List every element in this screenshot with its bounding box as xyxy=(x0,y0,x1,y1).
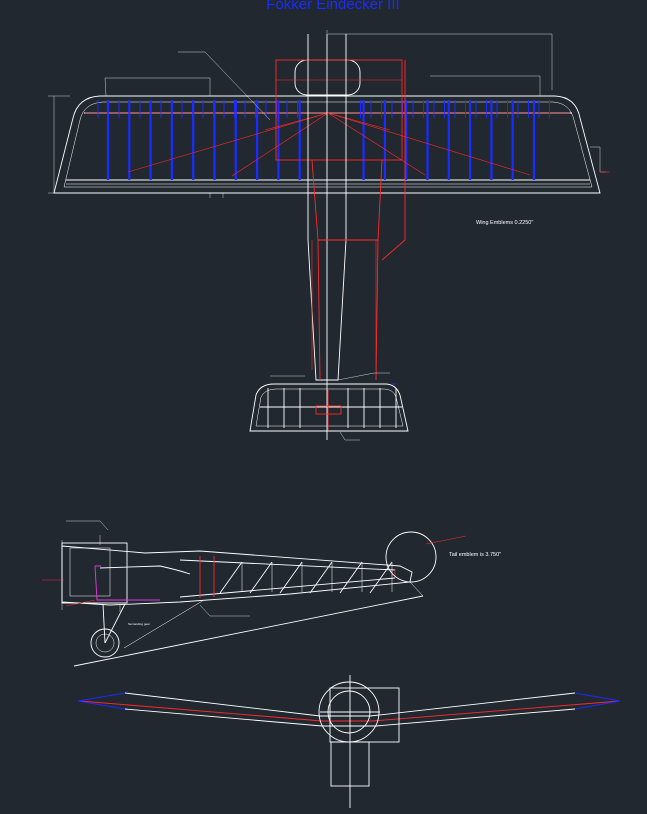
truss-diagonal xyxy=(309,561,333,594)
truss-diagonal xyxy=(219,561,243,594)
front-wing-lower xyxy=(124,708,576,727)
cockpit-frame xyxy=(275,59,403,161)
cowl-top xyxy=(294,59,361,96)
landing-gear-note: Set landing gear xyxy=(128,622,150,626)
wing-outline xyxy=(53,95,601,194)
bracing-wires xyxy=(85,112,570,177)
front-wingtip-right xyxy=(574,692,621,710)
front-wing-upper xyxy=(124,692,576,717)
landing-wheel xyxy=(90,628,120,658)
wing-inner-outline xyxy=(63,101,593,188)
tailplane-outline xyxy=(249,383,409,432)
wing-emblems-note: Wing Emblems 0.2250" xyxy=(476,220,533,226)
tail-emblem-note: Tail emblem is 3.750" xyxy=(449,552,501,558)
truss-diagonal xyxy=(249,561,273,594)
ground-line xyxy=(73,595,424,667)
top-dimensions xyxy=(48,30,610,198)
front-view xyxy=(77,675,621,808)
fuselage-structure xyxy=(311,60,406,381)
side-view: Tail emblem is 3.750" Set landing gear xyxy=(42,520,501,667)
fuselage-side-outline xyxy=(61,545,413,606)
tailplane-inner xyxy=(255,388,404,427)
tail-hinge-block xyxy=(315,405,342,415)
cowl-side xyxy=(94,565,160,601)
truss-diagonal xyxy=(369,561,393,594)
fuselage-truss xyxy=(219,561,393,594)
truss-diagonal xyxy=(279,561,303,594)
tailplane-ribs xyxy=(267,388,397,428)
drawing-title: Fokker Eindecker III xyxy=(266,0,399,13)
engine-front xyxy=(61,542,128,604)
wing-stub-ribs xyxy=(97,100,550,118)
tail-fin-rudder xyxy=(385,531,437,583)
front-wingtip-left xyxy=(77,692,126,710)
top-view: Wing Emblems 0.2250" xyxy=(48,30,610,441)
truss-diagonal xyxy=(339,561,363,594)
